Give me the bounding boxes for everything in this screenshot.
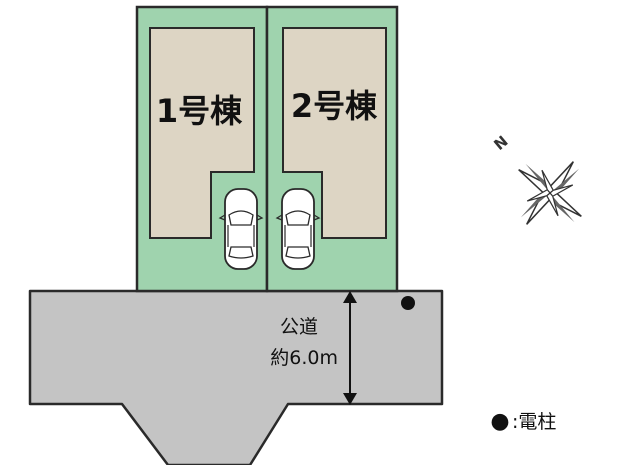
road-width-dimension (343, 291, 357, 405)
car-2 (275, 188, 321, 270)
compass-rose-icon (518, 161, 582, 225)
compass-north-label: N (490, 132, 511, 154)
lot-1-label: 1号棟 (156, 92, 243, 130)
public-road (28, 289, 444, 467)
lot-2-label: 2号棟 (291, 87, 378, 125)
utility-pole-marker (401, 296, 415, 310)
legend-symbol: ● (490, 409, 509, 434)
legend-text: :電柱 (512, 411, 556, 433)
building-2 (282, 27, 387, 239)
road-name: 公道 (280, 316, 318, 338)
building-1 (149, 27, 255, 239)
car-1 (218, 188, 264, 270)
road-width-label: 約6.0m (270, 347, 338, 369)
